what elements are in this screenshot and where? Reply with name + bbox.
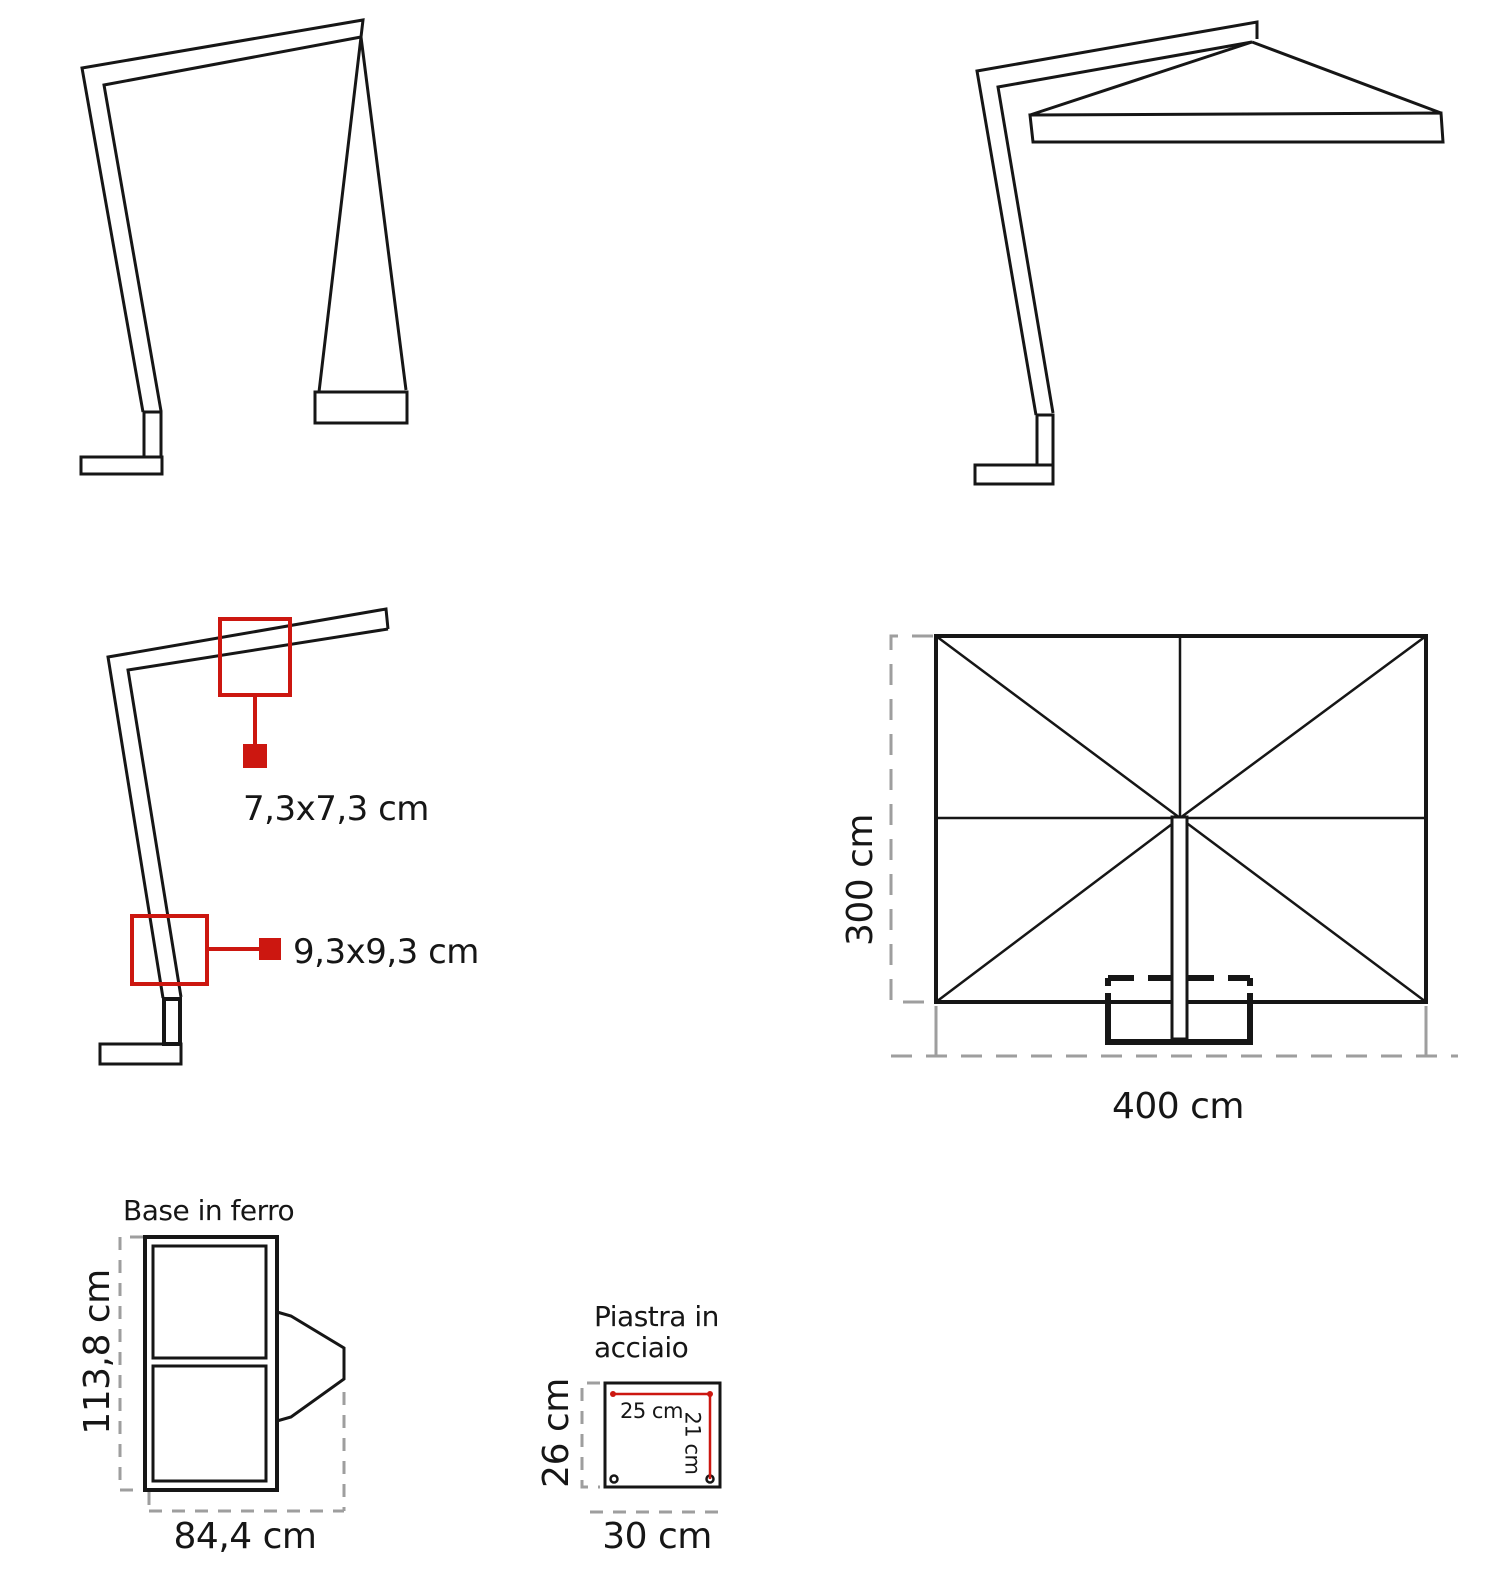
base-foot xyxy=(973,463,1055,486)
base-bracket-solid xyxy=(1105,1002,1253,1045)
mast-and-arm-outline xyxy=(80,18,365,413)
pole-section-label: 9,3x9,3 cm xyxy=(293,932,479,972)
plate-hole-top-right xyxy=(707,1391,713,1397)
steel-plate-title-line2: acciaio xyxy=(594,1330,689,1364)
plate-depth-label: 26 cm xyxy=(536,1378,578,1488)
steel-plate-top-view xyxy=(580,1381,725,1514)
plate-hole-span-height-label: 21 cm xyxy=(680,1411,705,1475)
canopy-valance-band xyxy=(1028,111,1445,144)
mast-and-arm-inner-line xyxy=(126,627,389,998)
base-slab-top xyxy=(151,1244,268,1360)
plate-hole-span-width-label: 25 cm xyxy=(620,1399,683,1423)
depth-dimension-line xyxy=(889,634,933,1004)
closed-canopy-wedge xyxy=(317,36,408,393)
mast-and-arm-inner-line xyxy=(996,40,1253,414)
arm-section-swatch xyxy=(243,744,267,768)
mast-and-arm-outline xyxy=(106,607,390,999)
frame-section-callouts-view xyxy=(98,607,390,1066)
canopy-depth-label: 300 cm xyxy=(840,813,882,947)
mast-lower-section xyxy=(142,410,163,459)
base-frame-outline xyxy=(143,1235,279,1492)
steel-plate-title: Piastra in acciaio xyxy=(594,1300,719,1364)
base-depth-label: 113,8 cm xyxy=(77,1269,119,1435)
arm-section-label: 7,3x7,3 cm xyxy=(243,789,429,829)
base-width-label: 84,4 cm xyxy=(173,1516,317,1558)
base-pole-mount-tab xyxy=(275,1310,346,1423)
dimension-extension-lines xyxy=(934,1006,1428,1056)
base-width-dimension-line xyxy=(147,1392,346,1513)
open-umbrella-side-view xyxy=(973,20,1445,486)
canopy-seams xyxy=(936,636,1426,820)
canopy-top-view xyxy=(889,634,1458,1058)
canopy-roof-slopes xyxy=(1029,40,1442,117)
mast-and-arm-outline xyxy=(975,20,1259,416)
canopy-width-label: 400 cm xyxy=(1111,1086,1245,1128)
hole-spacing-lines xyxy=(613,1392,712,1479)
iron-base-top-view xyxy=(118,1235,346,1513)
mast-and-arm-inner-line xyxy=(102,35,362,412)
canopy-rib-diagonals xyxy=(935,634,1427,1004)
closed-umbrella-side-view xyxy=(79,18,409,476)
plate-width-label: 30 cm xyxy=(602,1516,712,1558)
mast-lower-section xyxy=(1035,413,1055,467)
pole-section-swatch xyxy=(259,938,281,960)
plate-hole-bottom-left xyxy=(609,1474,619,1484)
closed-canopy-cap xyxy=(313,390,409,425)
base-foot xyxy=(98,1042,183,1066)
iron-base-title: Base in ferro xyxy=(123,1194,295,1227)
plate-outline xyxy=(603,1381,722,1489)
mast-pole-top-view xyxy=(1170,815,1189,1041)
plate-depth-dimension-line xyxy=(580,1381,600,1489)
mast-lower-section xyxy=(162,997,182,1046)
base-bracket-hidden-sides xyxy=(1105,978,1253,1002)
base-foot xyxy=(79,455,164,476)
base-slab-bottom xyxy=(151,1364,268,1483)
plate-hole-top-left xyxy=(610,1391,616,1397)
steel-plate-title-line1: Piastra in xyxy=(594,1300,719,1333)
base-depth-dimension-line xyxy=(118,1235,143,1492)
